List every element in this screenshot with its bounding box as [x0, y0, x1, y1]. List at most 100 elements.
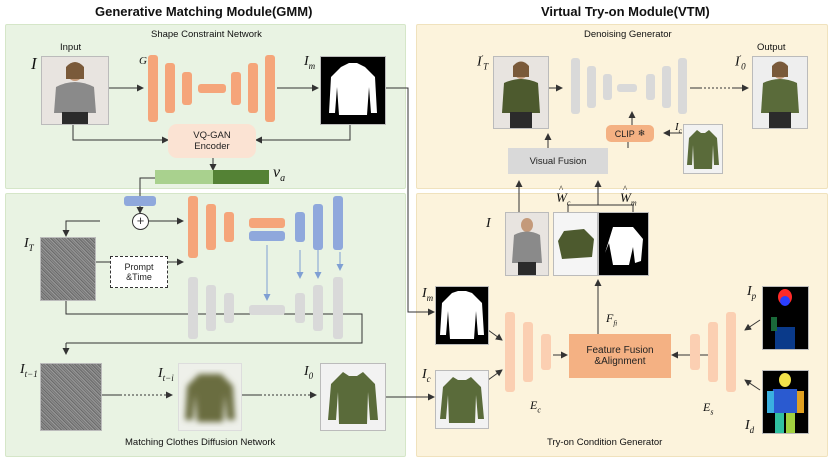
feature-fusion-box: Feature Fusion &Alignment [569, 334, 671, 378]
vqgan-encoder-box: VQ-GAN Encoder [168, 124, 256, 158]
denoise-bottleneck [617, 84, 637, 92]
symbol-Id: Id [745, 418, 755, 435]
symbol-Ic-vtm: Ic [422, 367, 431, 384]
input-label: Input [60, 42, 82, 53]
symbol-va: va [273, 164, 286, 185]
g-encoder-bar [165, 63, 175, 113]
symbol-IT-prime: I'T [477, 54, 489, 72]
unet-grey-bar [224, 293, 234, 323]
gmm-title: Generative Matching Module(GMM) [95, 4, 313, 19]
clip-garment-image [683, 124, 723, 174]
warped-mask-image [598, 212, 649, 276]
ec-encoder-bar [505, 312, 515, 392]
person-grey-image [505, 212, 549, 276]
ec-encoder-bar [541, 334, 551, 370]
output-person-image [752, 56, 808, 129]
symbol-Ip: Ip [747, 284, 757, 301]
unet-grey-bar [295, 293, 305, 323]
add-operator-icon: + [132, 213, 149, 230]
person-figure-icon [512, 218, 542, 275]
unet-orange-bar [206, 204, 216, 250]
vtm-garment-image [435, 370, 489, 429]
visual-fusion-box: Visual Fusion [508, 148, 608, 174]
shirt-mask-icon [440, 291, 484, 339]
unet-grey-bar [188, 277, 198, 339]
person-figure-icon [54, 62, 96, 124]
g-decoder-bar [248, 63, 258, 113]
symbol-Wc: ^Wc [556, 184, 571, 208]
denoise-bar [646, 74, 655, 100]
symbol-Im: Im [304, 54, 316, 71]
ec-encoder-bar [523, 322, 533, 382]
g-encoder-bar [148, 55, 158, 122]
warped-mask-icon [605, 227, 643, 265]
output-label: Output [757, 42, 786, 53]
input-person-image [41, 56, 109, 125]
symbol-Ec: Ec [530, 398, 541, 415]
diffusion-net-label: Matching Clothes Diffusion Network [125, 437, 276, 448]
symbol-I-mid: I [486, 216, 491, 231]
warped-shirt-icon [558, 229, 594, 259]
shirt-icon [328, 372, 378, 424]
denoise-bar [662, 66, 671, 108]
densepose-image [762, 370, 809, 434]
symbol-IT: IT [24, 236, 34, 253]
symbol-Es: Es [703, 400, 714, 417]
symbol-I: I [31, 54, 37, 73]
symbol-Ffi: Ffi [606, 311, 618, 328]
parsing-map-icon [771, 289, 795, 349]
g-decoder-bar [231, 72, 241, 105]
g-encoder-bar [182, 72, 192, 105]
es-encoder-bar [690, 334, 700, 370]
shape-net-label: Shape Constraint Network [151, 29, 262, 40]
clip-label: CLIP [614, 128, 635, 139]
g-decoder-bar [265, 55, 275, 122]
unet-grey-bottleneck [249, 305, 285, 315]
person-output-figure-icon [761, 61, 799, 128]
denoise-bar [587, 66, 596, 108]
symbol-It1: It−1 [20, 362, 38, 379]
unet-blue-bottleneck [249, 231, 285, 241]
symbol-I0-prime: I'0 [735, 54, 746, 72]
symbol-G: G [139, 55, 147, 67]
va-projection-block [124, 196, 156, 206]
shirt-icon [440, 377, 484, 423]
unet-blue-bar [313, 204, 323, 250]
symbol-Iti: It−i [158, 366, 174, 383]
unet-blue-bar [295, 212, 305, 242]
es-encoder-bar [708, 322, 718, 382]
clip-box: CLIP ❄ [606, 125, 654, 142]
parsing-image [762, 286, 809, 350]
blurred-garment-image [178, 363, 242, 431]
symbol-Ic-top: Ic [675, 121, 682, 136]
vtm-mask-image [435, 286, 489, 345]
denoising-label: Denoising Generator [584, 29, 672, 40]
unet-blue-bar [333, 196, 343, 250]
unet-grey-bar [333, 277, 343, 339]
denoise-bar [571, 58, 580, 114]
denoise-bar [603, 74, 612, 100]
warped-garment-image [553, 212, 598, 276]
prompt-time-box: Prompt &Time [110, 256, 168, 288]
denoise-bar [678, 58, 687, 114]
noise-image-It1 [40, 363, 102, 431]
condition-gen-label: Try-on Condition Generator [547, 437, 663, 448]
densepose-map-icon [767, 373, 804, 433]
symbol-Wm: ^Wm [620, 184, 637, 208]
unet-grey-bar [313, 285, 323, 331]
person-green-figure-icon [502, 61, 540, 128]
noise-image-IT [40, 237, 96, 301]
unet-orange-bar [188, 196, 198, 258]
generated-garment-image [320, 363, 386, 431]
vtm-title: Virtual Try-on Module(VTM) [541, 4, 710, 19]
va-light-segment [155, 170, 213, 184]
unet-grey-bar [206, 285, 216, 331]
shirt-icon [687, 130, 719, 169]
va-dark-segment [213, 170, 269, 184]
symbol-Im-vtm: Im [422, 286, 434, 303]
unet-orange-bar [224, 212, 234, 242]
symbol-I0: I0 [304, 364, 314, 381]
g-bottleneck-bar [198, 84, 226, 93]
noisy-tryon-image [493, 56, 549, 129]
